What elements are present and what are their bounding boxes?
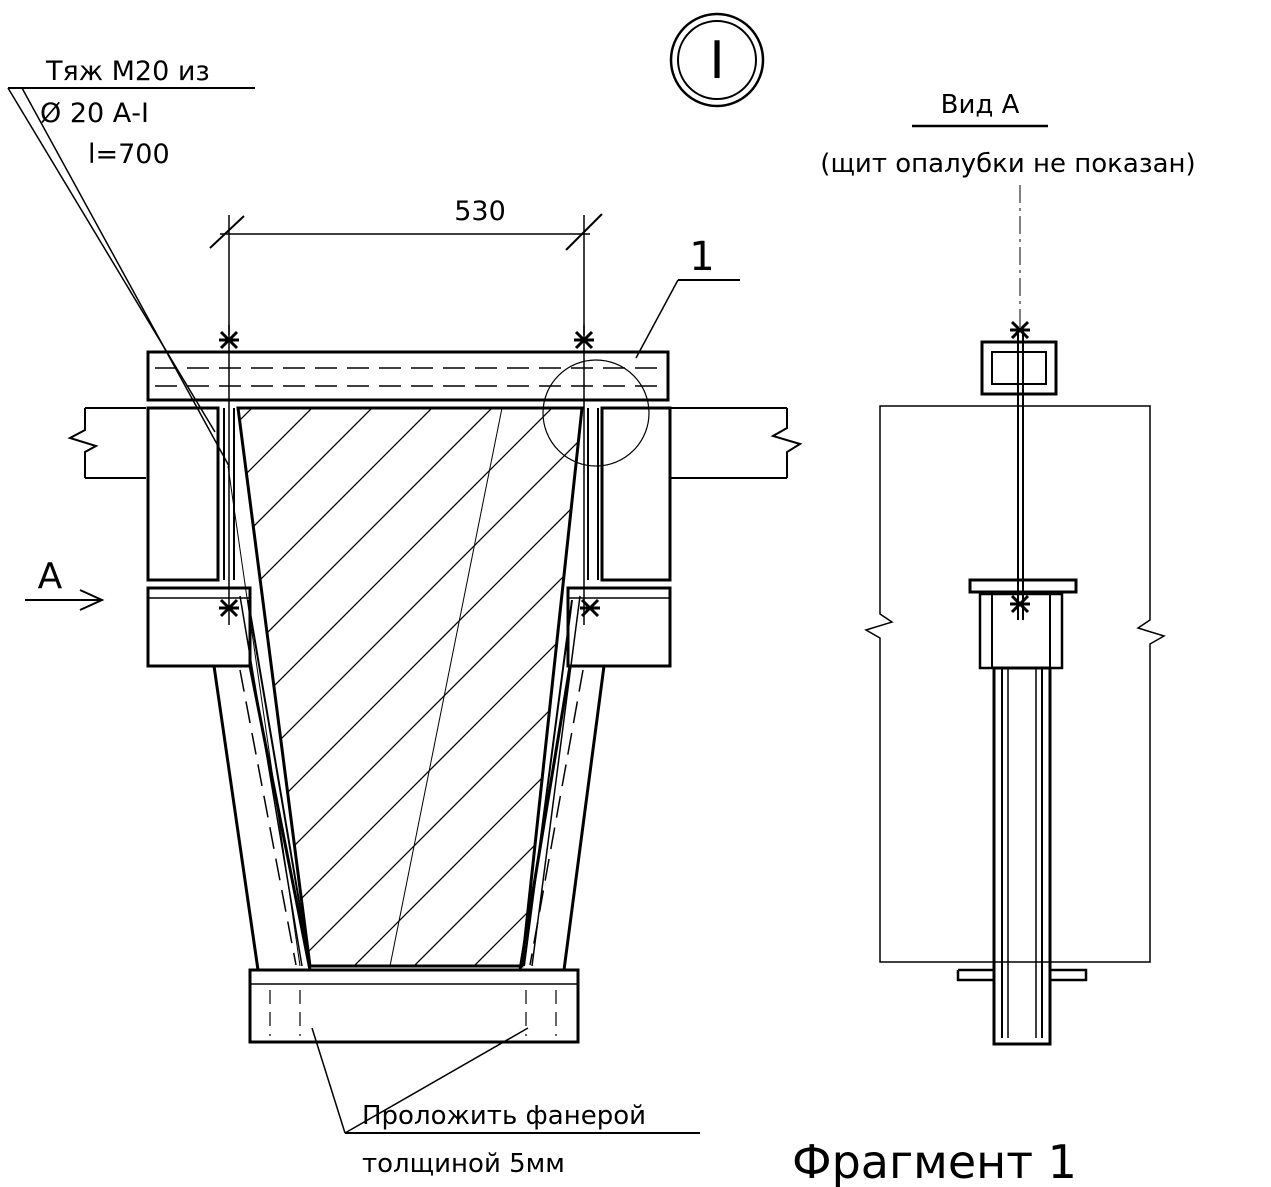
dimension-530: 530	[209, 196, 603, 335]
position-number: 1	[689, 234, 714, 280]
tie-rod-callout: Тяж М20 из Ø 20 А-I l=700	[7, 56, 255, 467]
detail-marker-label: I	[709, 31, 724, 91]
concrete-hatch	[238, 408, 582, 966]
position-leader-1: 1	[635, 234, 740, 359]
view-a-note: (щит опалубки не показан)	[820, 149, 1195, 179]
callout-line-3: l=700	[88, 139, 170, 170]
detail-marker: I	[669, 12, 765, 108]
view-a-title: Вид А	[941, 90, 1020, 120]
callout-line-1: Тяж М20 из	[45, 56, 210, 87]
fragment-title: Фрагмент 1	[792, 1135, 1077, 1187]
callout-line-2: толщиной 5мм	[362, 1149, 565, 1179]
dimension-value: 530	[454, 196, 506, 227]
main-section: А	[25, 325, 803, 1044]
view-arrow-label: А	[38, 556, 63, 597]
callout-line-1: Проложить фанерой	[362, 1101, 646, 1131]
callout-line-2: Ø 20 А-I	[40, 98, 149, 129]
plywood-callout: Проложить фанерой толщиной 5мм	[311, 1027, 700, 1179]
view-a: Вид А (щит опалубки не показан)	[820, 90, 1196, 1046]
